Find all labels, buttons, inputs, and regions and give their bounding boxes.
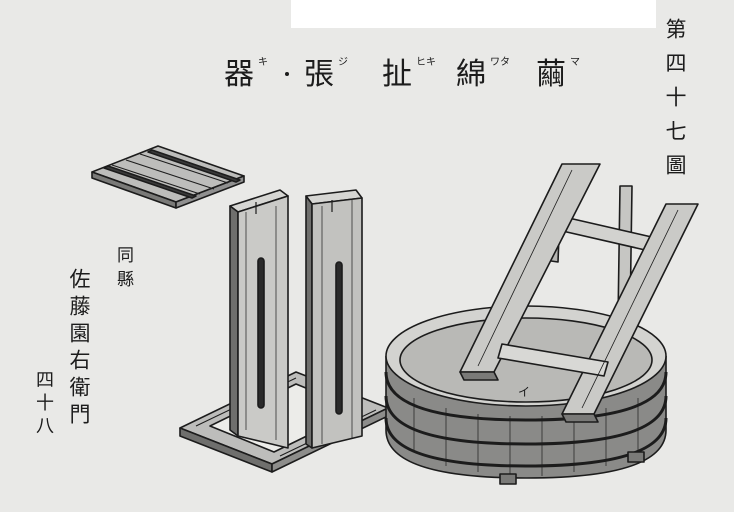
author-name: 佐藤園右衛門 xyxy=(67,268,91,430)
right-upright-board xyxy=(305,189,363,449)
page-number: 四十八 xyxy=(33,370,54,439)
title-furigana: キ xyxy=(258,57,268,68)
blank-header-strip xyxy=(291,0,656,28)
title-furigana: ヒキ xyxy=(416,57,436,68)
lid-board xyxy=(91,145,245,209)
title-furigana: マ xyxy=(570,57,580,68)
figure-number: 第四十七圖 xyxy=(663,18,687,188)
part-label: イ xyxy=(518,385,531,399)
title-char: 綿 xyxy=(456,57,486,92)
title-furigana: ワタ xyxy=(490,57,510,68)
title-char: 繭 xyxy=(536,57,566,92)
title-char: 扯 xyxy=(382,57,412,92)
title-furigana: ジ xyxy=(338,57,348,68)
title-char: 張 xyxy=(304,57,334,92)
stretching-frame xyxy=(459,163,699,423)
title-char: 器 xyxy=(224,57,254,92)
title-separator-dot xyxy=(285,72,289,76)
author-prefecture: 同縣 xyxy=(113,246,133,294)
left-upright-board xyxy=(229,189,289,449)
figure-title: 繭 マ 綿 ワタ 扯 ヒキ 張 ジ 器 キ xyxy=(214,56,644,106)
